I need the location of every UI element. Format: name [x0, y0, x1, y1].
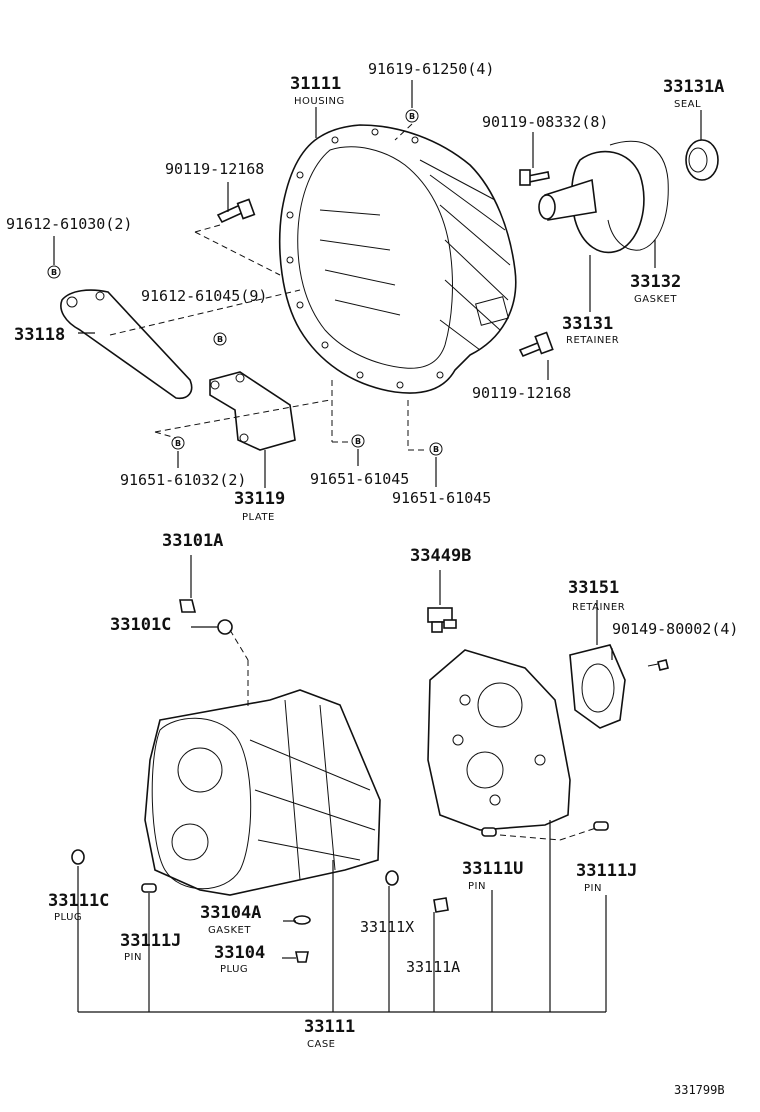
label-90119-08332: 90119-08332(8)	[482, 113, 608, 131]
clutch-housing	[278, 124, 517, 394]
svg-text:B: B	[409, 112, 415, 121]
label-33101a: 33101A	[162, 531, 223, 551]
bolt-90119-08332	[519, 169, 550, 186]
label-33104: 33104	[214, 943, 265, 963]
bracket-33118	[60, 289, 193, 400]
label-91612-61045: 91612-61045(9)	[141, 287, 267, 305]
seal-33131a	[685, 139, 719, 181]
label-33101c: 33101C	[110, 615, 171, 635]
label-33111j-left: 33111J	[120, 931, 181, 951]
gasket-33132	[607, 140, 669, 251]
label-33104a: 33104A	[200, 903, 261, 923]
label-gasket-2: GASKET	[208, 925, 251, 936]
label-33449b: 33449B	[410, 546, 471, 566]
label-33118: 33118	[14, 325, 65, 345]
label-33132: 33132	[630, 272, 681, 292]
label-33111x: 33111X	[360, 918, 414, 936]
label-33111u: 33111U	[462, 859, 523, 879]
label-housing: HOUSING	[294, 96, 345, 107]
label-33111c: 33111C	[48, 891, 109, 911]
part-labels: 31111 HOUSING 91619-61250(4) 33131A SEAL…	[6, 60, 738, 1097]
label-33131a: 33131A	[663, 77, 724, 97]
plate-33119	[209, 371, 296, 451]
label-91619-61250: 91619-61250(4)	[368, 60, 494, 78]
switch-33449b	[427, 607, 457, 633]
label-90149-80002: 90149-80002(4)	[612, 620, 738, 638]
label-33111a: 33111A	[406, 958, 460, 976]
transmission-case-33111	[144, 689, 381, 896]
label-33151: 33151	[568, 578, 619, 598]
label-90119-12168-lower: 90119-12168	[472, 384, 571, 402]
leader-lines-bottom	[77, 555, 613, 1013]
label-91651-61045-a: 91651-61045	[310, 470, 409, 488]
label-91612-61030: 91612-61030(2)	[6, 215, 132, 233]
retainer-33151	[569, 644, 626, 729]
svg-text:B: B	[217, 335, 223, 344]
label-91651-61045-b: 91651-61045	[392, 489, 491, 507]
small-parts	[71, 599, 669, 963]
label-pin-u: PIN	[468, 881, 486, 892]
svg-text:B: B	[175, 439, 181, 448]
svg-text:B: B	[51, 268, 57, 277]
label-plate: PLATE	[242, 512, 275, 523]
label-plug: PLUG	[220, 964, 248, 975]
leader-lines-top	[53, 80, 702, 488]
extension-housing	[427, 649, 571, 831]
label-31111: 31111	[290, 74, 341, 94]
label-case: CASE	[307, 1039, 336, 1050]
bolt-90119-12168-lower	[518, 331, 554, 358]
label-90119-12168-upper: 90119-12168	[165, 160, 264, 178]
label-91651-61032: 91651-61032(2)	[120, 471, 246, 489]
label-33111j-right: 33111J	[576, 861, 637, 881]
svg-text:B: B	[355, 437, 361, 446]
label-pin-j-left: PIN	[124, 952, 142, 963]
label-retainer-2: RETAINER	[572, 602, 625, 613]
bolt-90119-12168-upper	[216, 198, 256, 224]
label-33111: 33111	[304, 1017, 355, 1037]
label-plug-c: PLUG	[54, 912, 82, 923]
label-gasket: GASKET	[634, 294, 677, 305]
svg-text:B: B	[433, 445, 439, 454]
label-pin-j-right: PIN	[584, 883, 602, 894]
bolt-marker-b: B B B B B B	[47, 109, 443, 456]
label-seal: SEAL	[674, 99, 701, 110]
label-33131: 33131	[562, 314, 613, 334]
label-retainer: RETAINER	[566, 335, 619, 346]
label-33119: 33119	[234, 489, 285, 509]
figure-number: 331799B	[674, 1083, 725, 1097]
retainer-33131	[538, 150, 645, 254]
